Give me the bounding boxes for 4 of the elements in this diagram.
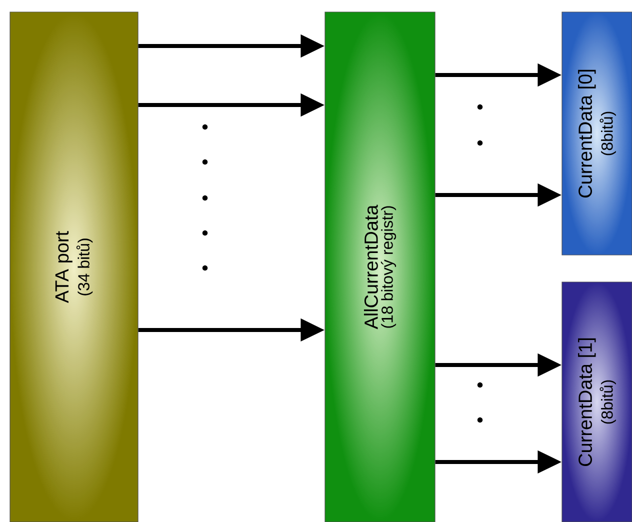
register-box: AllCurrentData (18 bitový registr) [324,12,436,522]
register-box: CurrentData [0] (8bitů) [562,12,632,256]
register-box: ATA port (34 bitů) [10,12,138,522]
register-box: CurrentData [1] (8bitů) [562,282,632,522]
